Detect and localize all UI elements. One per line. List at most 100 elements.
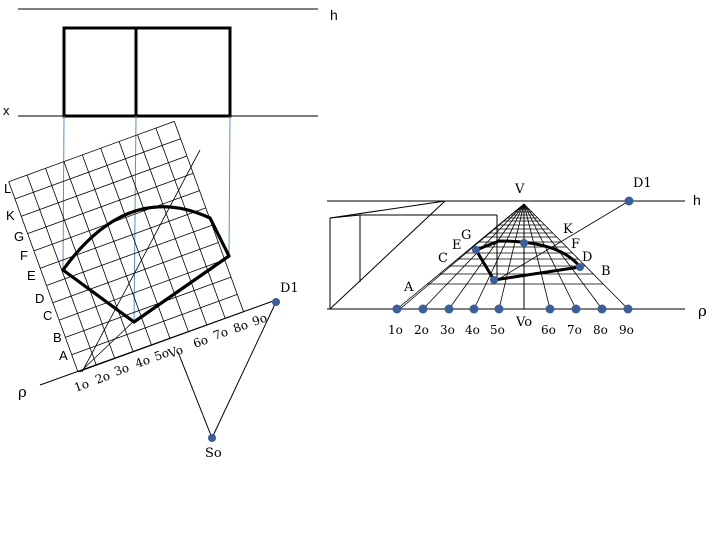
grid-row-line bbox=[40, 207, 206, 269]
ground-label: ρ bbox=[18, 383, 27, 401]
column-label: 3o bbox=[440, 323, 455, 337]
perspective-ray bbox=[498, 203, 525, 310]
plan-figure bbox=[61, 205, 231, 324]
column-label: 1o bbox=[72, 377, 91, 395]
rotated-grid bbox=[8, 121, 244, 373]
right-drawing: h ρ D1 V Vo bbox=[327, 176, 707, 337]
row-label: E bbox=[452, 238, 462, 253]
column-label: 2o bbox=[414, 323, 429, 337]
column-label: 9o bbox=[619, 323, 634, 337]
row-label: K bbox=[6, 208, 15, 223]
row-label: A bbox=[403, 280, 414, 295]
distance-point bbox=[272, 298, 280, 306]
column-label: 9o bbox=[250, 311, 269, 329]
grid-row-line bbox=[46, 224, 213, 286]
row-label: E bbox=[27, 268, 36, 283]
grid-row-line bbox=[58, 259, 225, 321]
ground-point bbox=[418, 304, 428, 314]
row-labels-right: A B C D E F G K bbox=[403, 222, 611, 295]
ground-point bbox=[571, 304, 581, 314]
perspective-ray bbox=[448, 203, 525, 310]
column-label: 3o bbox=[112, 361, 131, 379]
diagonal-to-v bbox=[399, 203, 525, 310]
row-label: K bbox=[563, 222, 573, 237]
diagonal-to-d1 bbox=[496, 200, 630, 281]
grid-row-line bbox=[27, 172, 194, 234]
grid-diagonals bbox=[79, 149, 201, 373]
axis-label: x bbox=[3, 103, 10, 118]
figure-vertices bbox=[472, 239, 584, 284]
column-label: 4o bbox=[465, 323, 480, 337]
ground-point bbox=[597, 304, 607, 314]
station-label: So bbox=[205, 446, 222, 461]
grid-row-line bbox=[52, 242, 219, 304]
vanishing-label: Vo bbox=[165, 343, 185, 362]
projection-lines bbox=[62, 115, 231, 321]
row-label: G bbox=[461, 228, 471, 243]
column-label: 4o bbox=[133, 353, 152, 371]
grid-column-line bbox=[137, 134, 208, 326]
ground-label-right: ρ bbox=[698, 302, 707, 320]
station-line-right bbox=[211, 301, 277, 439]
grid-column-line bbox=[45, 168, 116, 359]
ground-point bbox=[469, 304, 479, 314]
column-label: 5o bbox=[152, 346, 171, 364]
ground-point bbox=[623, 304, 633, 314]
grid-column-line bbox=[63, 161, 134, 353]
perspective-ray bbox=[523, 203, 603, 310]
vanishing-point-label: V bbox=[514, 182, 525, 197]
grid-row-line bbox=[71, 294, 238, 356]
column-label: 6o bbox=[541, 323, 556, 337]
picture-plane-box bbox=[327, 200, 498, 310]
plan-rectangle bbox=[62, 26, 232, 118]
row-label: F bbox=[20, 248, 28, 263]
column-label: 7o bbox=[211, 325, 230, 343]
perspective-ray bbox=[523, 203, 629, 310]
distance-label-right: D1 bbox=[633, 176, 652, 191]
base-vanishing-label: Vo bbox=[515, 315, 532, 330]
column-label: 5o bbox=[490, 323, 505, 337]
perspective-ray bbox=[523, 203, 577, 310]
station-point bbox=[208, 434, 216, 442]
distance-label: D1 bbox=[280, 281, 299, 296]
horizon-label: h bbox=[330, 7, 338, 23]
row-label: B bbox=[53, 330, 62, 345]
row-label: D bbox=[35, 291, 44, 306]
row-label: B bbox=[601, 264, 611, 279]
distance-point-right bbox=[624, 196, 634, 206]
grid-row-line bbox=[14, 138, 181, 200]
grid-row-line bbox=[8, 121, 175, 183]
ground-line bbox=[39, 299, 277, 386]
grid-column-line bbox=[155, 127, 226, 319]
row-label: L bbox=[4, 181, 11, 196]
perspective-ray bbox=[473, 203, 525, 310]
station-line-left bbox=[177, 351, 213, 439]
ground-point bbox=[494, 304, 504, 314]
grid-row-line bbox=[65, 276, 232, 338]
row-label: F bbox=[571, 237, 580, 252]
column-label: 1o bbox=[388, 323, 403, 337]
perspective-rays bbox=[396, 203, 629, 310]
row-label: G bbox=[14, 229, 24, 244]
row-label: D bbox=[582, 250, 592, 265]
row-label: C bbox=[438, 251, 448, 266]
column-label: 2o bbox=[93, 369, 112, 387]
column-label: 8o bbox=[593, 323, 608, 337]
perspective-ray bbox=[422, 203, 525, 310]
grid-column-line bbox=[81, 154, 152, 346]
grid-column-line bbox=[8, 181, 79, 373]
ground-point bbox=[444, 304, 454, 314]
row-label: C bbox=[43, 308, 52, 323]
column-label: 7o bbox=[567, 323, 582, 337]
column-label: 6o bbox=[191, 333, 210, 351]
grid-row-line bbox=[21, 155, 188, 217]
row-label: A bbox=[59, 348, 68, 363]
column-labels-right: 1o 2o 3o 4o 5o 6o 7o 8o 9o bbox=[388, 323, 634, 337]
horizon-label-right: h bbox=[693, 192, 701, 208]
ground-points bbox=[392, 304, 633, 314]
ground-point bbox=[545, 304, 555, 314]
ground-point bbox=[392, 304, 402, 314]
